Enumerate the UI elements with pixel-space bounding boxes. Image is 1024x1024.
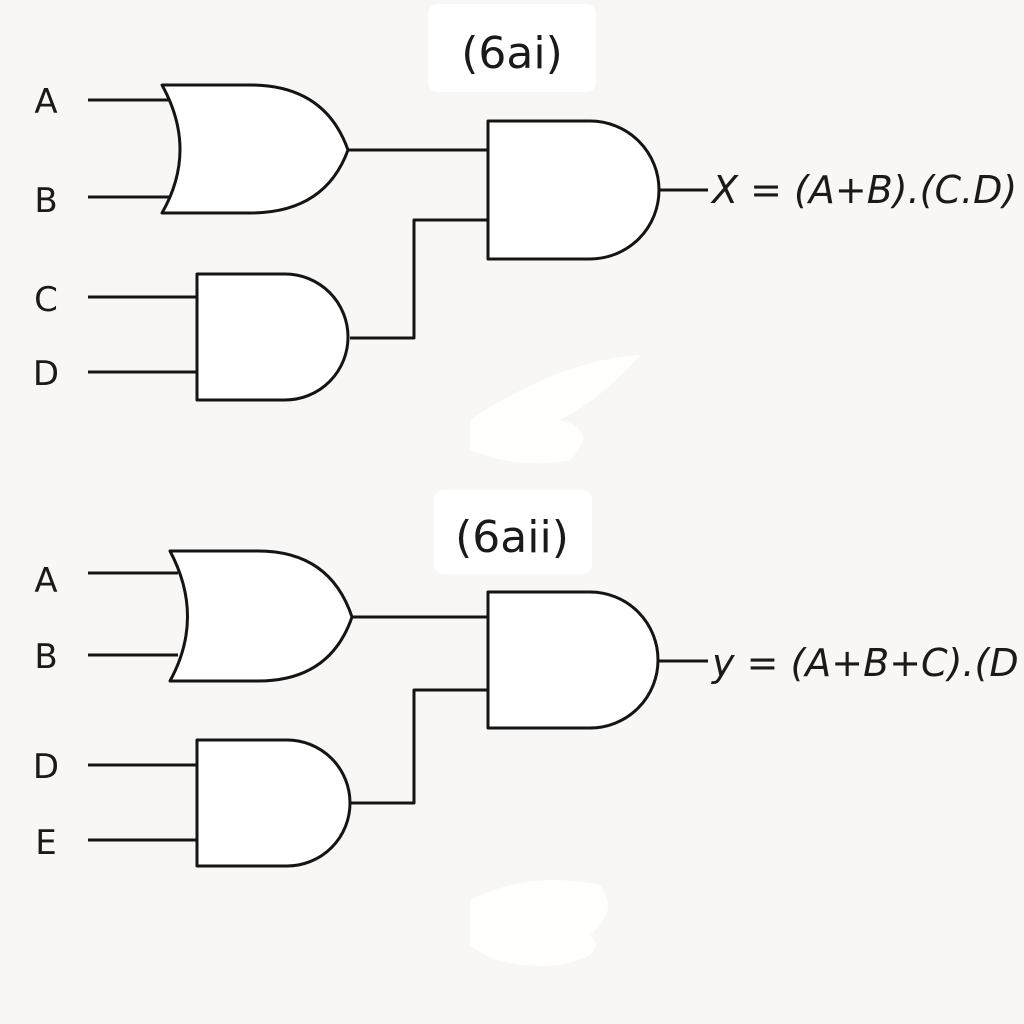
input-label-e: E [35,823,56,863]
input-label-a: A [34,82,57,122]
input-label-d: D [33,354,59,394]
and-output-wire [350,218,488,340]
circuit-6ai: (6ai) A B C D X = (A+B).(C.D) [33,4,1017,402]
and-gate-lower [195,272,350,402]
or-gate [160,83,350,215]
and-gate-final [486,119,661,261]
background-smudge [470,880,608,966]
input-label-b: B [34,181,57,221]
circuit-title: (6ai) [461,28,563,79]
input-label-a: A [34,561,57,601]
input-label-d: D [33,747,59,787]
and-gate-final [486,590,660,730]
and-gate-lower [195,738,352,868]
input-label-b: B [34,637,57,677]
circuit-title: (6aii) [455,512,569,563]
and-output-wire [350,688,488,805]
output-expression: X = (A+B).(C.D) [710,168,1017,212]
output-expression: y = (A+B+C).(D [711,641,1019,685]
title-background [434,490,592,574]
background-smudge [470,355,640,464]
title-background [428,4,596,92]
or-gate [168,549,354,683]
input-label-c: C [34,280,58,320]
circuit-6aii: (6aii) A B D E y = (A+B+C).(D [33,490,1019,868]
